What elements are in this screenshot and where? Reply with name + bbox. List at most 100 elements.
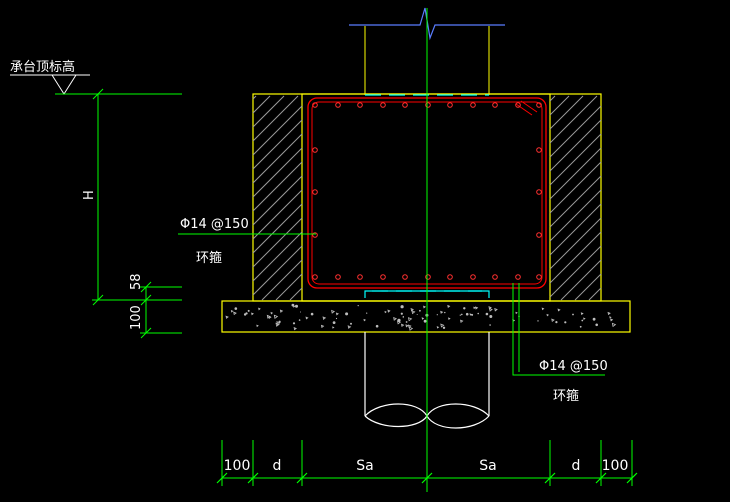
cushion-outline xyxy=(221,300,631,333)
aggregate-dot xyxy=(595,323,598,327)
aggregate-dot xyxy=(345,312,349,316)
rebar-dot xyxy=(335,102,341,108)
level-triangle xyxy=(51,74,77,95)
hatch-line xyxy=(549,189,602,242)
aggregate-chip xyxy=(473,306,476,310)
aggregate-chip xyxy=(251,312,254,316)
aggregate-chip xyxy=(273,314,279,320)
hatch-line xyxy=(252,161,303,212)
hatch-line xyxy=(252,95,271,114)
aggregate-chip xyxy=(407,317,413,322)
bottom-dim-d-right: d xyxy=(572,458,581,474)
rebar-dot xyxy=(515,102,521,108)
aggregate-chip xyxy=(410,307,414,312)
rebar-dot xyxy=(536,232,542,238)
aggregate-chip xyxy=(440,310,444,314)
aggregate-dot xyxy=(471,313,474,316)
dim-tick xyxy=(626,472,638,484)
aggregate-dot xyxy=(335,317,338,320)
rebar-left-type: 环箍 xyxy=(196,250,222,266)
dim-tick xyxy=(296,472,308,484)
aggregate-chip xyxy=(384,310,387,314)
aggregate-dot xyxy=(402,317,404,319)
aggregate-dot xyxy=(405,321,408,323)
aggregate-dot xyxy=(489,315,493,318)
rebar-dot xyxy=(425,102,431,108)
aggregate-dot xyxy=(400,312,403,315)
rebar-hook-a xyxy=(515,103,533,116)
hatch-line xyxy=(549,105,602,158)
bottom-dim-100-right: 100 xyxy=(602,458,629,474)
height-dimension xyxy=(92,88,182,339)
aggregate-chip xyxy=(405,324,409,328)
rebar-dot xyxy=(380,102,386,108)
rebar-right-type: 环箍 xyxy=(553,388,579,404)
rebar-dot xyxy=(536,274,542,280)
bottom-dim-sa-left: Sa xyxy=(356,458,373,474)
hatch-line xyxy=(252,231,303,282)
bottom-dim-sa-right: Sa xyxy=(479,458,496,474)
hatch-line xyxy=(549,175,602,228)
aggregate-chip xyxy=(331,309,336,314)
aggregate-chip xyxy=(293,327,297,331)
aggregate-chip xyxy=(407,324,412,329)
aggregate-chip xyxy=(305,316,309,320)
hatch-line xyxy=(252,203,303,254)
dim-100-label: 100 xyxy=(129,305,144,330)
aggregate-dot xyxy=(444,311,446,314)
aggregate-chip xyxy=(489,307,493,312)
aggregate-chip xyxy=(546,313,550,317)
small-dim-tick-b xyxy=(140,294,152,306)
rebar-left-spec: Φ14 @150 xyxy=(180,217,249,232)
rebar-dot xyxy=(470,274,476,280)
aggregate-chip xyxy=(400,323,405,327)
dim-tick xyxy=(247,472,259,484)
hatch-line xyxy=(252,95,299,142)
rebar-dot xyxy=(312,274,318,280)
aggregate-chip xyxy=(475,306,479,310)
hatch-line xyxy=(549,217,602,270)
hatch-line xyxy=(549,147,602,200)
aggregate-chip xyxy=(440,323,445,328)
aggregate-dot xyxy=(485,312,489,316)
aggregate-chip xyxy=(488,306,492,310)
aggregate-chip xyxy=(411,310,416,315)
aggregate-chip xyxy=(276,321,281,326)
aggregate-dot xyxy=(592,317,596,321)
rebar-dot xyxy=(357,274,363,280)
rebar-dot xyxy=(335,274,341,280)
aggregate-chip xyxy=(421,317,425,320)
hatch-left xyxy=(252,95,303,301)
aggregate-chip xyxy=(256,324,259,328)
aggregate-chip xyxy=(292,305,296,308)
hatch-line xyxy=(252,95,257,100)
aggregate-chip xyxy=(469,313,473,316)
aggregate-chip xyxy=(279,309,284,313)
aggregate-dot xyxy=(300,311,301,313)
aggregate-chip xyxy=(408,326,414,331)
aggregate-chip xyxy=(541,307,545,311)
hatch-line xyxy=(588,287,602,301)
aggregate-chip xyxy=(347,325,352,329)
aggregate-chip xyxy=(494,307,498,312)
aggregate-dot xyxy=(442,326,446,329)
aggregate-dot xyxy=(357,305,359,307)
aggregate-chip xyxy=(225,315,229,319)
rebar-dot xyxy=(357,102,363,108)
hatch-line xyxy=(549,119,602,172)
small-dim-tick-c xyxy=(140,327,152,339)
aggregate-dot xyxy=(537,320,539,322)
aggregate-dot xyxy=(419,309,421,312)
dim-tick xyxy=(544,472,556,484)
aggregate-chip xyxy=(580,312,584,316)
aggregate-chip xyxy=(233,311,237,316)
rebar-dot xyxy=(470,102,476,108)
aggregate-dot xyxy=(350,322,352,325)
aggregate-dot xyxy=(477,312,480,315)
aggregate-chip xyxy=(515,311,518,315)
aggregate-chip xyxy=(258,307,261,311)
aggregate-chip xyxy=(607,311,611,316)
aggregate-chip xyxy=(609,316,612,319)
aggregate-chip xyxy=(423,305,427,309)
aggregate-chip xyxy=(551,318,555,323)
